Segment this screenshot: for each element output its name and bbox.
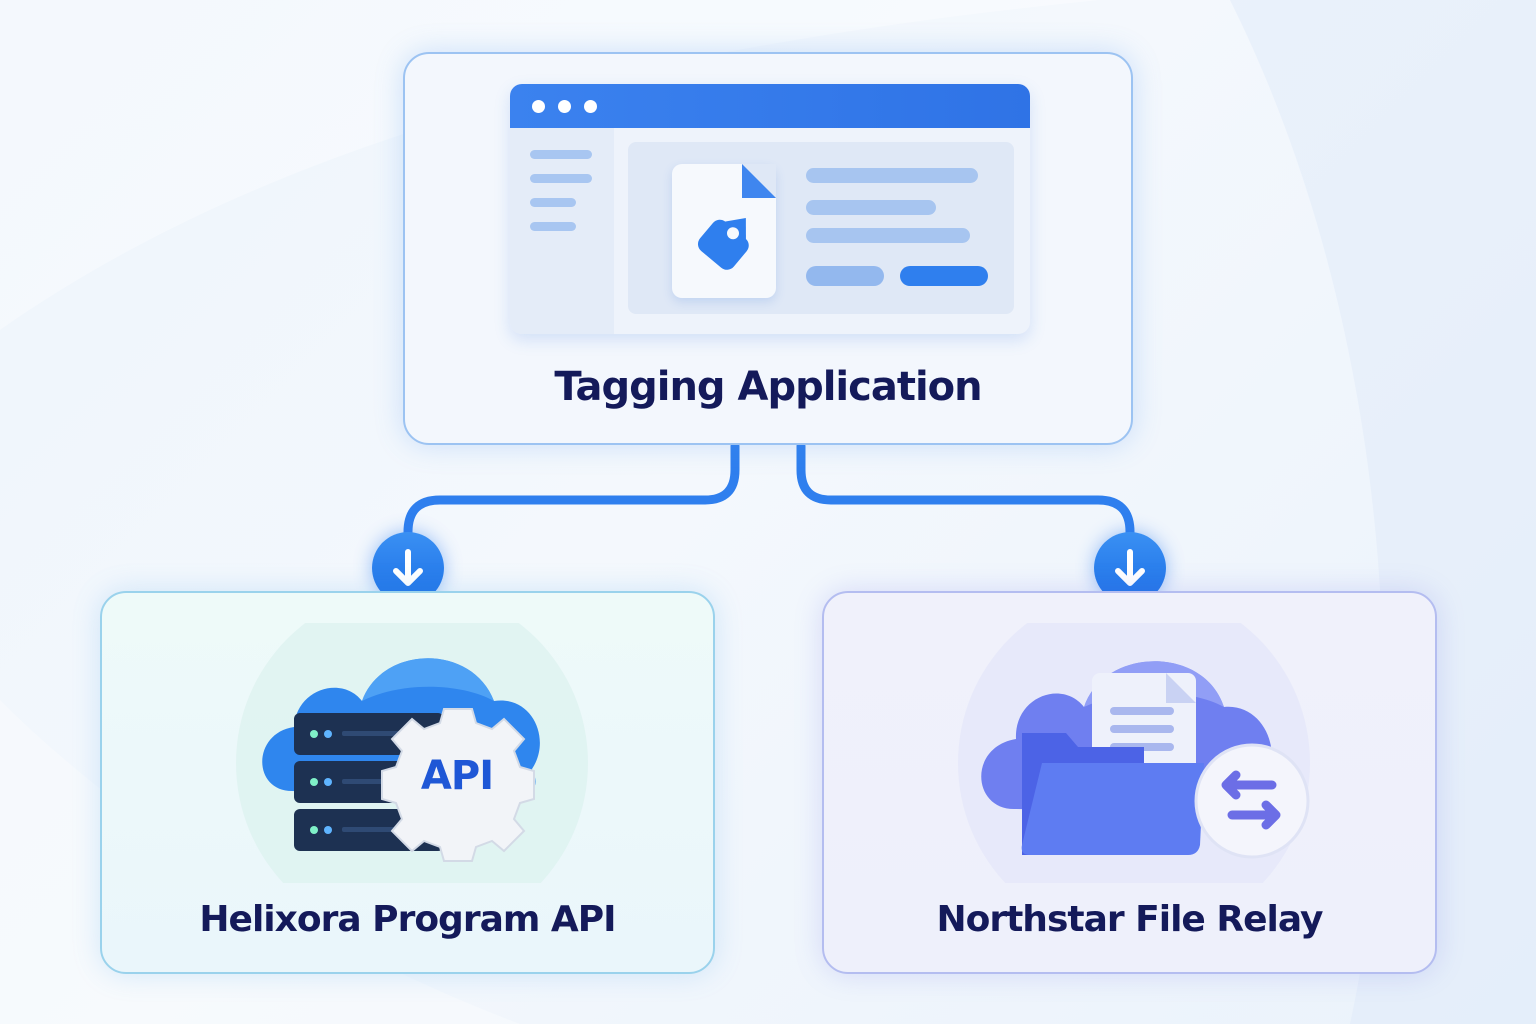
- node-helixora-program-api[interactable]: API Helixora Program API: [100, 587, 715, 974]
- api-badge-text: API: [420, 753, 494, 799]
- window-sidebar: [510, 128, 614, 334]
- content-button-primary: [900, 266, 988, 286]
- window-dot-icon: [532, 100, 545, 113]
- content-line: [806, 168, 978, 183]
- node-northstar-file-relay[interactable]: Northstar File Relay: [822, 587, 1437, 974]
- tagged-document-icon: [672, 164, 776, 298]
- content-line: [806, 200, 936, 215]
- node-label: Northstar File Relay: [936, 899, 1323, 940]
- cloud-folder-transfer-icon: [954, 587, 1314, 939]
- sidebar-line: [530, 150, 592, 159]
- app-window-illustration: [510, 84, 1030, 334]
- window-dot-icon: [558, 100, 571, 113]
- content-line: [806, 228, 970, 243]
- window-dot-icon: [584, 100, 597, 113]
- window-content-pane: [628, 142, 1014, 314]
- node-tagging-application[interactable]: Tagging Application: [403, 52, 1133, 445]
- content-button-secondary: [806, 266, 884, 286]
- node-label: Tagging Application: [554, 364, 982, 410]
- sidebar-line: [530, 198, 576, 207]
- window-title-bar: [510, 84, 1030, 128]
- sidebar-line: [530, 174, 592, 183]
- node-label: Helixora Program API: [199, 899, 616, 940]
- cloud-api-server-icon: [232, 587, 592, 939]
- sidebar-line: [530, 222, 576, 231]
